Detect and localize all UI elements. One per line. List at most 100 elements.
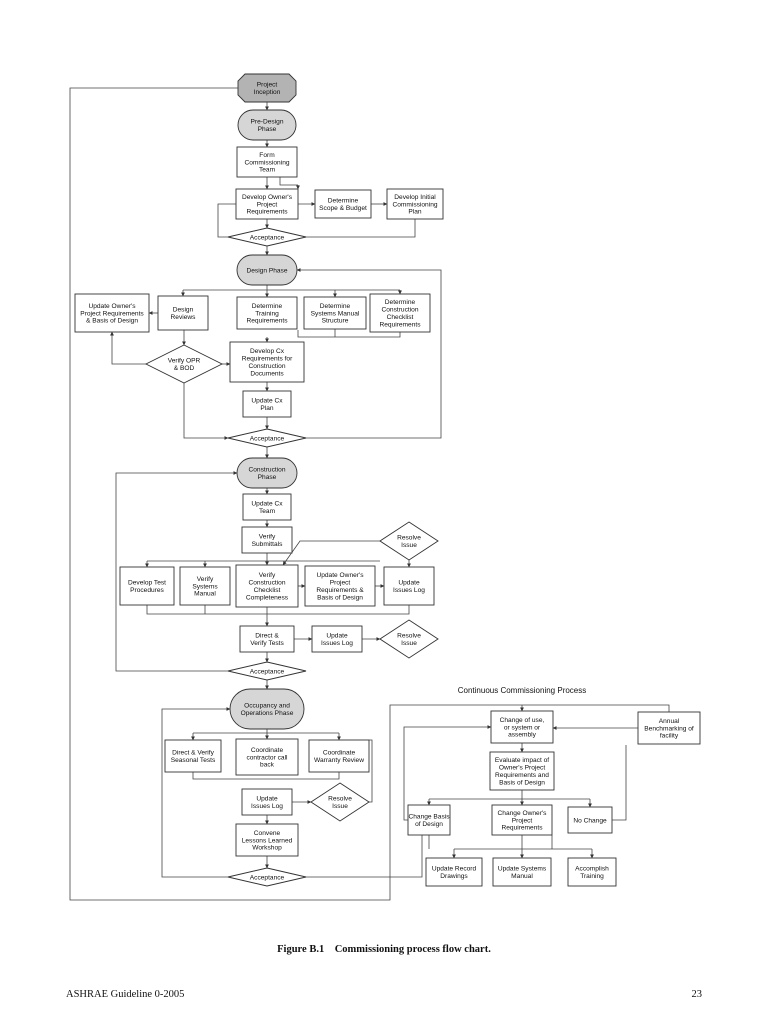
flow-connectors [69,87,670,901]
node-label: Direct &Verify Tests [250,633,284,647]
node-shape [179,566,231,606]
node-shape [227,227,307,247]
node-shape [492,857,552,887]
node-shape [237,109,297,141]
node-shape [235,738,299,776]
node-shape [227,867,307,887]
footer-guideline: ASHRAE Guideline 0-2005 [66,989,185,1000]
node-shape [490,710,554,744]
connector-43 [282,540,380,566]
connector-48 [115,471,238,672]
node-shape [386,188,444,220]
node-shape [314,189,372,219]
node-shape [310,782,370,822]
node-shape [236,146,298,178]
node-acceptance-2: Acceptance [227,428,307,448]
node-label: Acceptance [250,435,285,442]
node-shape [242,390,292,418]
node-shape [235,564,299,608]
node-shape [229,341,305,383]
node-shape [164,739,222,773]
node-shape [304,565,376,607]
connector-28 [297,330,401,338]
node-label: No Change [573,817,607,824]
node-label: Acceptance [250,874,285,881]
connector-33 [110,331,146,365]
connector-56 [306,835,423,878]
connector-35 [296,268,442,439]
node-shape [235,188,299,220]
node-shape [489,751,555,791]
connector-44 [146,605,410,615]
node-shape [239,625,295,653]
connector-17 [279,177,298,186]
node-shape [144,344,224,384]
node-shape [237,73,297,103]
node-label: Acceptance [250,234,285,241]
node-shape [308,739,370,773]
node-shape [74,293,150,333]
node-shape [407,804,451,836]
node-shape [235,823,299,857]
figure-number: Figure B.1 [277,944,325,955]
node-acceptance-4: Acceptance [227,867,307,887]
node-shape [567,857,617,887]
connector-58 [69,87,670,901]
node-shape [236,296,298,330]
node-shape [383,566,435,606]
node-label: Design Phase [246,267,287,274]
figure-caption: Figure B.1 Commissioning process flow ch… [0,944,768,955]
connector-52 [192,772,340,780]
connector-34 [183,383,229,440]
